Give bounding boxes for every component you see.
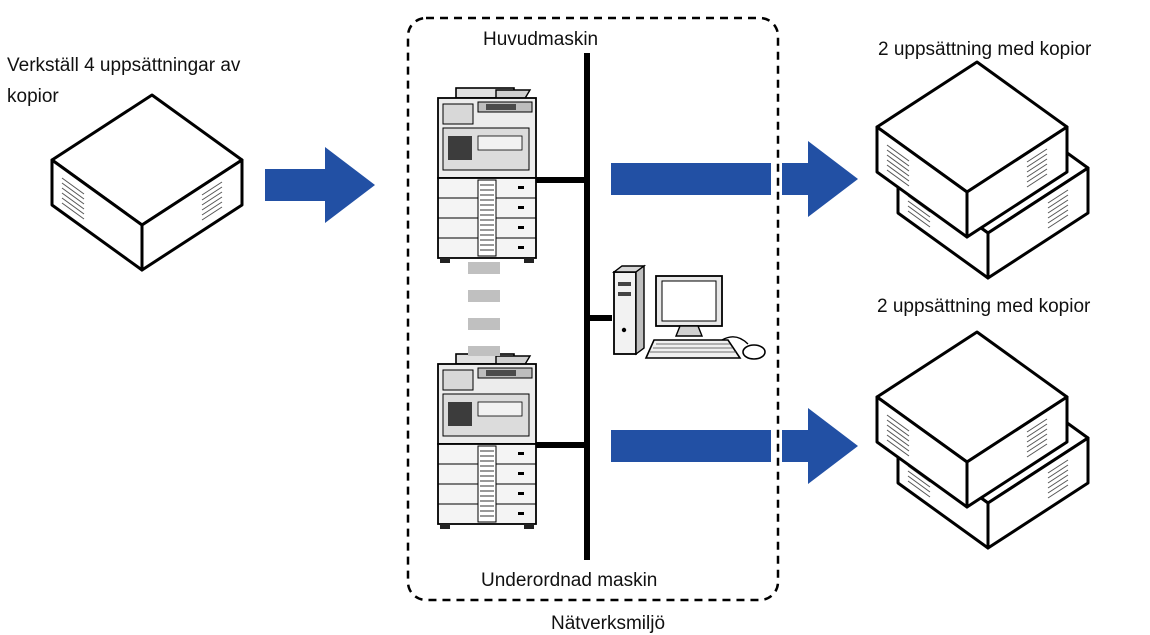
printer-link-dashes [468, 262, 500, 356]
output-top-arrow-icon [611, 141, 858, 217]
network-environment-label: Nätverksmiljö [551, 613, 665, 634]
main-printer-icon [437, 87, 537, 264]
sub-machine-label: Underordnad maskin [481, 570, 657, 591]
network-boundary [406, 16, 780, 602]
output-bottom-arrow-icon [611, 408, 858, 484]
input-arrow-icon [265, 147, 375, 223]
sub-printer-icon [437, 353, 537, 530]
output-bottom-label: 2 uppsättning med kopior [877, 296, 1091, 317]
desktop-computer-icon [611, 264, 766, 360]
input-paper-stack-icon [50, 93, 244, 272]
output-top-label: 2 uppsättning med kopior [878, 39, 1092, 60]
input-job-label-line-1: Verkställ 4 uppsättningar av [7, 55, 241, 76]
main-machine-label: Huvudmaskin [483, 29, 598, 50]
input-job-label-line-2: kopior [7, 86, 59, 107]
